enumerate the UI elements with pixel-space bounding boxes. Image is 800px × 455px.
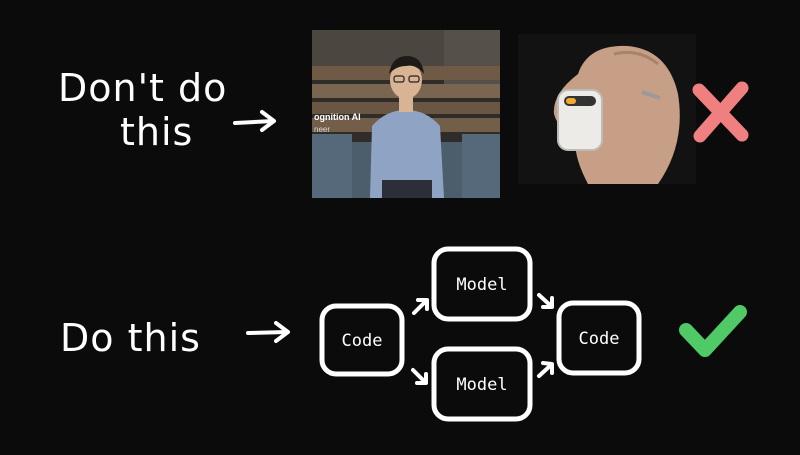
photo-subcaption: neer — [314, 125, 331, 134]
presenter-photo-art — [312, 30, 500, 198]
device-photo-art — [518, 34, 696, 184]
node-model-top-label: Model — [456, 275, 507, 295]
node-code-right-label: Code — [579, 329, 620, 349]
node-model-bottom-label: Model — [456, 375, 507, 395]
device-photo — [518, 34, 696, 184]
edge-model-bottom-to-code-right — [537, 361, 554, 378]
cross-icon — [692, 81, 749, 143]
dont-do-label-line2: this — [120, 110, 194, 154]
dont-do-this-label: Don't do this — [58, 66, 227, 154]
arrow-right-icon — [233, 110, 276, 132]
node-code-left: Code — [319, 303, 405, 377]
node-model-bottom: Model — [431, 346, 533, 422]
edge-code-left-to-model-bottom — [411, 368, 428, 385]
presenter-photo: ognition AI neer — [312, 30, 500, 198]
node-model-top: Model — [431, 246, 533, 322]
arrow-right-icon — [246, 321, 290, 343]
node-code-right: Code — [556, 300, 642, 376]
edge-model-top-to-code-right — [537, 293, 554, 309]
photo-caption: ognition AI — [314, 112, 361, 122]
check-icon — [679, 305, 747, 357]
do-this-label: Do this — [60, 316, 201, 360]
node-code-left-label: Code — [342, 331, 383, 351]
dont-do-label-line1: Don't do — [58, 66, 228, 110]
edge-code-left-to-model-top — [412, 298, 429, 315]
